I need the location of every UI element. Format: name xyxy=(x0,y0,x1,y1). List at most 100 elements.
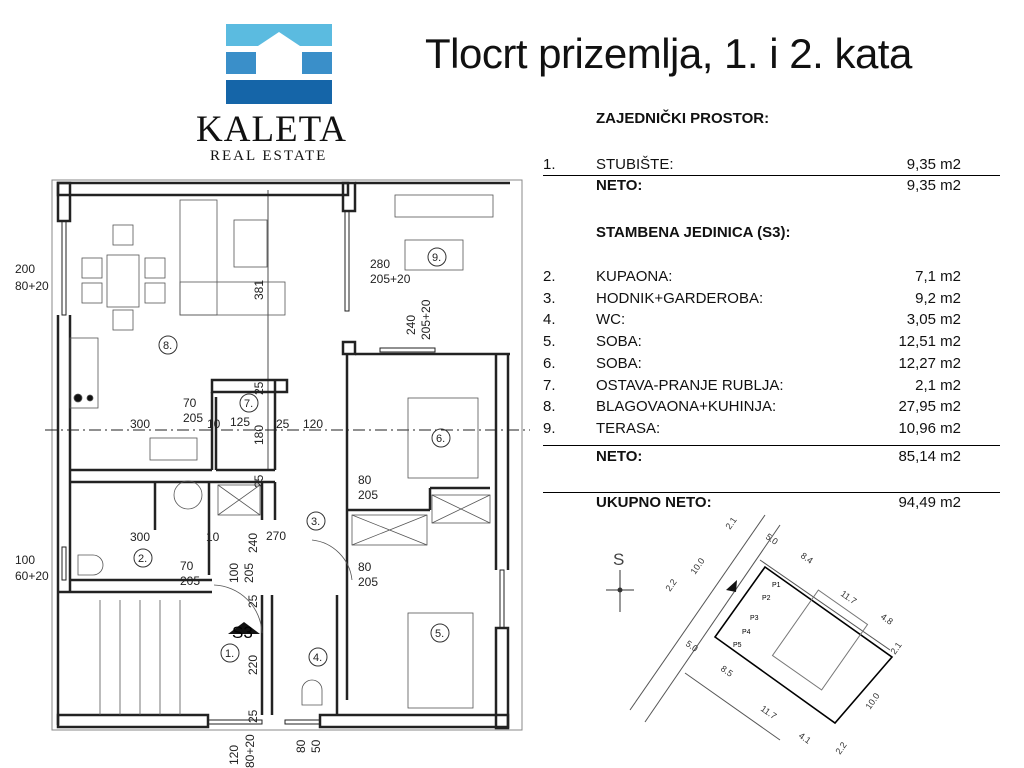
net-value: 9,35 m2 xyxy=(906,177,961,194)
dimension-label: 25 xyxy=(252,474,266,488)
dimension-label: 270 xyxy=(266,529,286,543)
row-num: 4. xyxy=(543,311,556,329)
north-arrow-icon xyxy=(606,570,634,612)
room-marker xyxy=(430,623,450,643)
table-row: 1. STUBIŠTE: 9,35 m2 xyxy=(543,156,1000,174)
dimension-label: 280 xyxy=(370,257,390,271)
table-row: 8. BLAGOVAONA+KUHINJA: 27,95 m2 xyxy=(543,398,1000,416)
dimension-label: 25 xyxy=(246,594,260,608)
table-row: 4.WC:3,05 m2 xyxy=(543,311,1000,329)
row-value: 2,1 m2 xyxy=(915,376,961,394)
site-plan: S P1P2P3P4P55.02.110.02.28.411.74.85.08.… xyxy=(606,514,904,756)
entrance-arrow-icon xyxy=(228,622,260,634)
dimension-label: 10 xyxy=(207,417,221,431)
table-row: 9.TERASA:10,96 m2 xyxy=(543,420,1000,438)
dimension-label: 125 xyxy=(230,415,250,429)
row-num: 1. xyxy=(543,156,556,173)
room-marker xyxy=(133,548,153,568)
row-value: 9,35 m2 xyxy=(906,156,961,173)
dimension-label: 80 xyxy=(358,560,372,574)
heading-text: ZAJEDNIČKI PROSTOR: xyxy=(596,110,770,127)
entrance-arrow-icon xyxy=(726,580,737,592)
north-label: S xyxy=(613,550,624,569)
logo-house-icon xyxy=(226,24,332,104)
room-number: 9. xyxy=(432,252,441,264)
row-label: SOBA: xyxy=(596,354,642,372)
table-row: 5. SOBA: 12,51 m2 xyxy=(543,333,1000,351)
room-number: 4. xyxy=(313,652,322,664)
room-number: 5. xyxy=(435,628,444,640)
dimension-label: 205+20 xyxy=(419,299,433,340)
row-num: 9. xyxy=(543,419,556,437)
row-num: 3. xyxy=(543,289,556,307)
dimension-label: 205 xyxy=(242,563,256,583)
divider xyxy=(543,445,1000,446)
dimension-label: 120 xyxy=(303,417,323,431)
site-dimension-label: 4.1 xyxy=(797,730,813,745)
parcel-label: P1 xyxy=(772,582,781,589)
common-net-row: NETO: 9,35 m2 xyxy=(543,177,1000,195)
room-marker xyxy=(306,511,326,531)
parcel-label: P3 xyxy=(750,615,759,622)
dimension-label: 25 xyxy=(276,417,290,431)
row-label: STUBIŠTE: xyxy=(596,156,674,173)
parcel-label: P4 xyxy=(742,629,751,636)
dimension-label: 70 xyxy=(183,396,197,410)
dimension-label: 80 xyxy=(294,739,308,753)
room-marker xyxy=(239,393,259,413)
table-row: 6.SOBA:12,27 m2 xyxy=(543,355,1000,373)
divider xyxy=(543,492,1000,493)
row-value: 7,1 m2 xyxy=(915,268,961,285)
dimension-label: 25 xyxy=(252,381,266,395)
divider xyxy=(543,175,1000,176)
dimension-label: 100 xyxy=(227,563,241,583)
dimension-label: 25 xyxy=(246,709,260,723)
brand-subtitle: REAL ESTATE xyxy=(210,148,328,164)
total-row: UKUPNO NETO: 94,49 m2 xyxy=(543,494,1000,512)
row-num: 5. xyxy=(543,333,556,351)
row-label: SOBA: xyxy=(596,333,642,351)
room-number: 2. xyxy=(138,553,147,565)
row-value: 12,27 m2 xyxy=(898,354,961,372)
row-label: HODNIK+GARDEROBA: xyxy=(596,289,764,307)
dimension-label: 60+20 xyxy=(15,569,49,583)
dimension-label: 300 xyxy=(130,530,150,544)
parcel-label: P2 xyxy=(762,595,771,602)
dimension-label: 80+20 xyxy=(15,279,49,293)
room-number: 3. xyxy=(311,516,320,528)
row-value: 9,2 m2 xyxy=(915,289,961,307)
row-num: 2. xyxy=(543,268,556,285)
site-dimension-label: 8.4 xyxy=(799,550,815,565)
site-dimension-label: 2.2 xyxy=(663,577,678,593)
dimension-label: 381 xyxy=(252,280,266,300)
dimension-label: 50 xyxy=(309,739,323,753)
dimension-label: 240 xyxy=(246,533,260,553)
unit-label: S3 xyxy=(232,623,253,642)
row-label: BLAGOVAONA+KUHINJA: xyxy=(596,398,777,416)
room-marker xyxy=(158,335,178,355)
row-num: 8. xyxy=(543,398,556,416)
row-value: 27,95 m2 xyxy=(898,398,961,416)
dimension-label: 205 xyxy=(358,488,378,502)
row-label: WC: xyxy=(596,311,626,329)
site-dimension-label: 10.0 xyxy=(863,691,881,711)
net-value: 85,14 m2 xyxy=(898,448,961,465)
site-dimension-label: 11.7 xyxy=(839,588,859,606)
dimension-label: 205 xyxy=(183,411,203,425)
dimension-label: 220 xyxy=(246,655,260,675)
dimension-label: 180 xyxy=(252,425,266,445)
site-dimension-label: 8.5 xyxy=(719,663,735,678)
site-dimension-label: 10.0 xyxy=(688,556,706,576)
site-dimension-label: 2.1 xyxy=(888,640,903,656)
page-title: Tlocrt prizemlja, 1. i 2. kata xyxy=(425,30,912,77)
dimension-label: 205 xyxy=(358,575,378,589)
row-value: 12,51 m2 xyxy=(898,333,961,351)
dimension-label: 10 xyxy=(206,530,220,544)
row-value: 10,96 m2 xyxy=(898,419,961,437)
room-marker xyxy=(427,247,447,267)
row-label: KUPAONA: xyxy=(596,268,673,285)
dimension-label: 200 xyxy=(15,262,35,276)
total-label: UKUPNO NETO: xyxy=(596,494,712,511)
area-table: ZAJEDNIČKI PROSTOR: 1. STUBIŠTE: 9,35 m2… xyxy=(543,110,1000,520)
